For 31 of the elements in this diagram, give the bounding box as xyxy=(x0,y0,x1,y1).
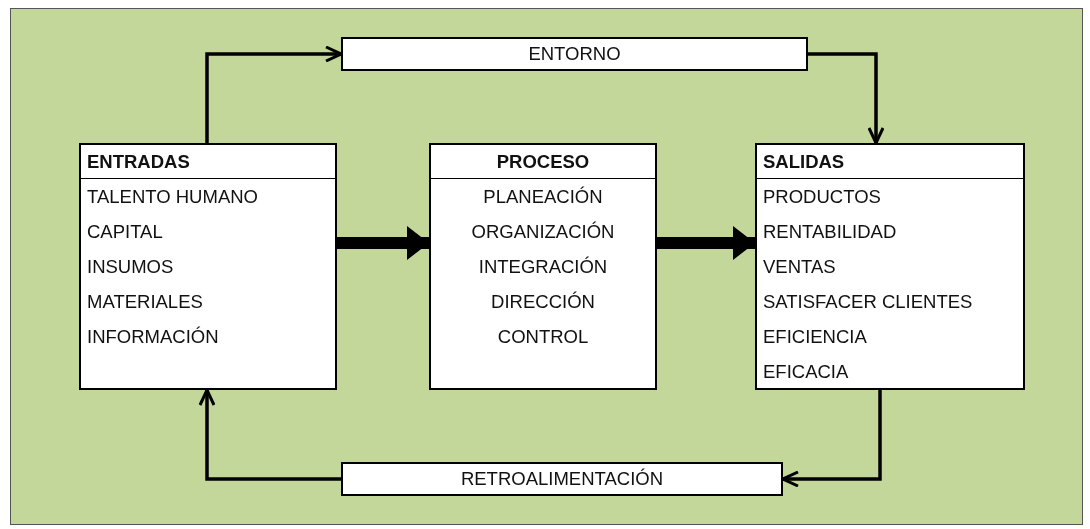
list-item: SATISFACER CLIENTES xyxy=(762,290,974,314)
list-item: PRODUCTOS xyxy=(762,185,882,209)
label-box xyxy=(341,37,808,71)
arrow xyxy=(337,226,429,260)
list-item: TALENTO HUMANO xyxy=(86,185,259,209)
arrow xyxy=(657,226,755,260)
column-heading: SALIDAS xyxy=(757,145,1023,179)
list-box xyxy=(429,143,657,390)
label-box xyxy=(341,462,783,496)
column-heading: PROCESO xyxy=(431,145,655,179)
arrow xyxy=(808,52,885,145)
list-item: EFICIENCIA xyxy=(762,325,868,349)
list-item: EFICACIA xyxy=(762,360,850,384)
list-item: VENTAS xyxy=(762,255,837,279)
list-item: INFORMACIÓN xyxy=(86,325,220,349)
list-item: INSUMOS xyxy=(86,255,175,279)
arrow xyxy=(205,45,343,143)
list-item: INTEGRACIÓN xyxy=(477,255,609,279)
list-box xyxy=(79,143,337,390)
list-box xyxy=(755,143,1025,390)
list-item: ORGANIZACIÓN xyxy=(470,220,616,244)
list-item: DIRECCIÓN xyxy=(490,290,596,314)
list-item: CONTROL xyxy=(496,325,590,349)
node-label: ENTORNO xyxy=(527,42,622,66)
list-item: MATERIALES xyxy=(86,290,204,314)
list-item: RENTABILIDAD xyxy=(762,220,898,244)
list-item: PLANEACIÓN xyxy=(482,185,604,209)
arrow xyxy=(198,388,341,481)
node-label: RETROALIMENTACIÓN xyxy=(459,467,665,491)
column-heading: ENTRADAS xyxy=(81,145,335,179)
list-item: CAPITAL xyxy=(86,220,164,244)
